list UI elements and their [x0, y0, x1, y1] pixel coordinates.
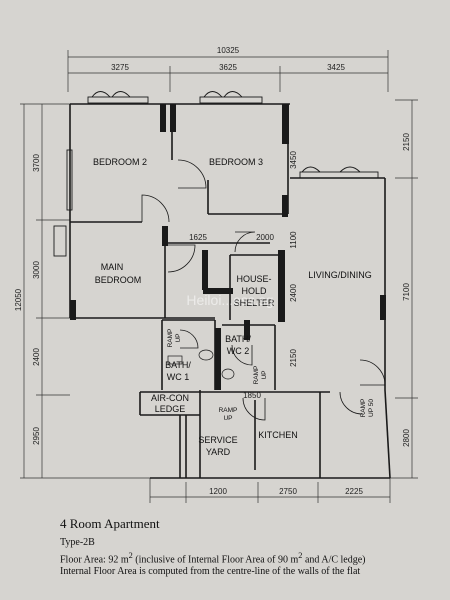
windows — [53, 91, 379, 257]
label-main-bedroom-line1: MAIN — [101, 262, 124, 272]
label-shelter-line2: HOLD — [241, 286, 267, 296]
label-main-bedroom-line2: BEDROOM — [95, 275, 142, 285]
plan-type: Type-2B — [60, 537, 95, 548]
watermark-text: Heiloi...ess.sg — [186, 292, 273, 308]
label-shelter-line1: HOUSE- — [236, 274, 271, 284]
left-dimensions — [20, 103, 150, 479]
up-label-bath2: UP — [261, 370, 268, 379]
dim-overall-width: 10325 — [217, 46, 240, 55]
dim-1850: 1850 — [243, 391, 261, 400]
ramp-label-yard: RAMP — [219, 407, 238, 414]
dim-left-2: 3000 — [32, 261, 41, 279]
bottom-dimensions — [149, 478, 391, 503]
label-service-yard-line2: YARD — [206, 447, 231, 457]
dim-2400: 2400 — [289, 284, 298, 302]
area-sup2: 2 — [298, 551, 303, 560]
label-bath1-line1: BATH/ — [165, 360, 191, 370]
dim-bottom-3: 2225 — [345, 487, 363, 496]
label-aircon-line1: AIR-CON — [151, 393, 189, 403]
floor-area-text: Floor Area: 92 m2 (inclusive of Internal… — [60, 551, 366, 565]
dim-left-3: 2400 — [32, 348, 41, 366]
area-mid: (inclusive of Internal Floor Area of 90 … — [132, 554, 299, 566]
dim-2150-inner: 2150 — [289, 349, 298, 367]
dim-top-1: 3275 — [111, 63, 129, 72]
label-kitchen: KITCHEN — [258, 430, 298, 440]
dim-bottom-1: 1200 — [209, 487, 227, 496]
up50-label-entrance: UP 50 — [368, 399, 375, 417]
dim-right-3: 2800 — [402, 429, 411, 447]
plan-title: 4 Room Apartment — [60, 516, 160, 531]
floor-area-note: Internal Floor Area is computed from the… — [60, 566, 361, 577]
area-sup: 2 — [128, 551, 133, 560]
dim-right-1: 2150 — [402, 133, 411, 151]
top-dimensions — [67, 50, 389, 92]
label-aircon-line2: LEDGE — [155, 404, 186, 414]
label-bath2-line2: WC 2 — [227, 346, 250, 356]
doors — [141, 159, 386, 421]
up-label-yard: UP — [223, 415, 232, 422]
label-living-dining: LIVING/DINING — [308, 270, 372, 280]
dim-left-1: 3700 — [32, 154, 41, 172]
thick-walls — [70, 104, 386, 390]
label-shelter-line3: SHELTER — [234, 298, 275, 308]
up-label-bath1: UP — [175, 333, 182, 342]
dim-bottom-2: 2750 — [279, 487, 297, 496]
dim-right-2: 7100 — [402, 283, 411, 301]
dim-left-4: 2950 — [32, 427, 41, 445]
dim-top-2: 3625 — [219, 63, 237, 72]
dim-2000: 2000 — [256, 233, 274, 242]
label-bedroom-2: BEDROOM 2 — [93, 157, 147, 167]
dim-1625: 1625 — [189, 233, 207, 242]
label-bath2-line1: BATH/ — [225, 334, 251, 344]
dim-1100: 1100 — [289, 231, 298, 249]
dim-3450: 3450 — [289, 151, 298, 169]
dim-top-3: 3425 — [327, 63, 345, 72]
label-bath1-line2: WC 1 — [167, 372, 190, 382]
label-service-yard-line1: SERVICE — [198, 435, 237, 445]
area-suffix: and A/C ledge) — [302, 554, 366, 566]
ramp-label-entrance: RAMP — [360, 399, 367, 418]
ramp-label-bath1: RAMP — [167, 329, 174, 348]
dim-overall-height: 12050 — [14, 288, 23, 311]
label-bedroom-3: BEDROOM 3 — [209, 157, 263, 167]
fixtures — [167, 349, 235, 380]
ramp-label-bath2: RAMP — [253, 366, 260, 385]
area-prefix: Floor Area: 92 m — [60, 554, 129, 566]
